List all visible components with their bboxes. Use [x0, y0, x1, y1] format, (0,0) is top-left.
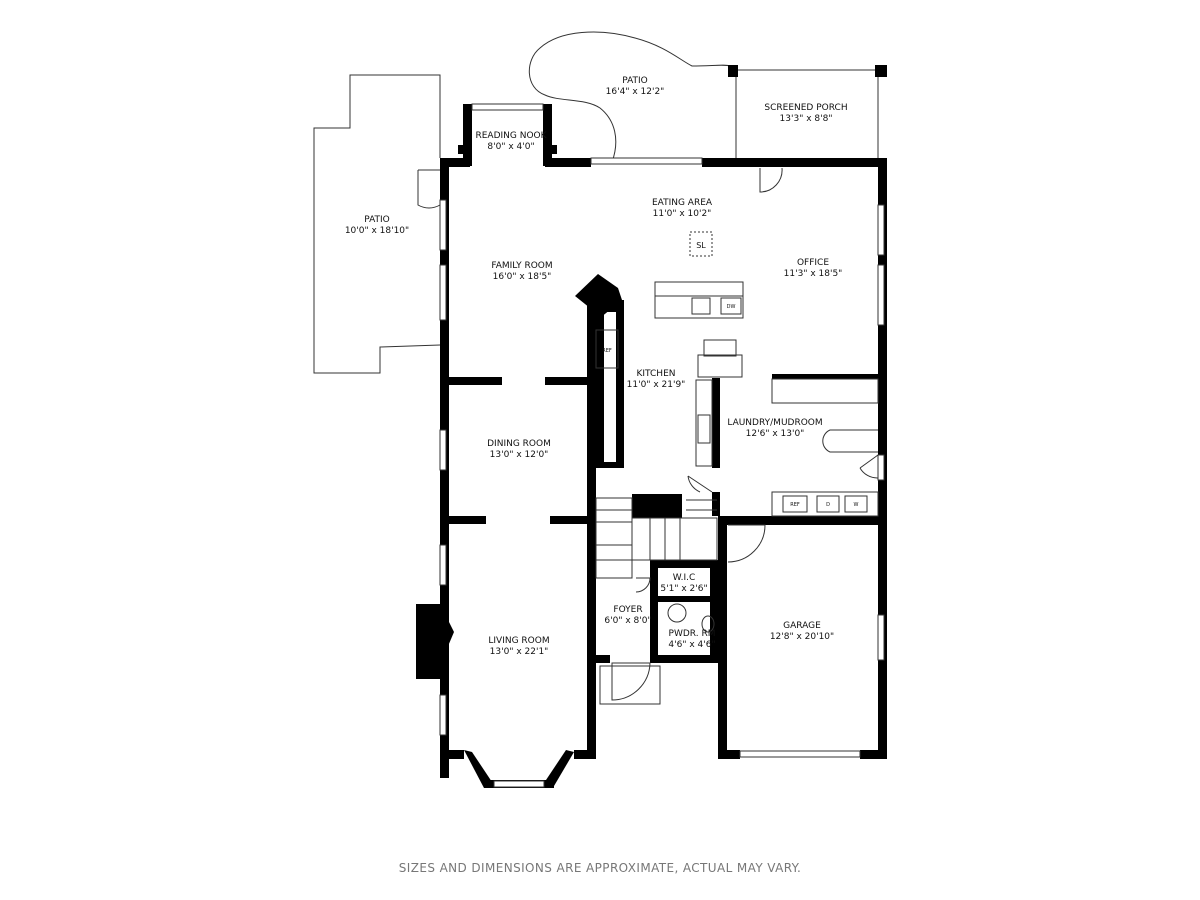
svg-text:W.I.C: W.I.C	[673, 573, 696, 583]
north-patio-outline	[528, 31, 731, 163]
fireplace	[416, 604, 454, 679]
svg-text:10'0" x 18'10": 10'0" x 18'10"	[345, 226, 409, 236]
svg-text:4'6" x 4'6": 4'6" x 4'6"	[668, 640, 715, 650]
svg-text:6'0" x 8'0": 6'0" x 8'0"	[604, 616, 651, 626]
svg-text:OFFICE: OFFICE	[797, 258, 829, 268]
svg-text:PWDR. RM: PWDR. RM	[669, 629, 716, 639]
svg-text:FAMILY ROOM: FAMILY ROOM	[491, 261, 552, 271]
room-office: OFFICE 11'3" x 18'5"	[784, 258, 843, 279]
svg-text:13'0" x 22'1": 13'0" x 22'1"	[490, 647, 549, 657]
svg-text:EATING AREA: EATING AREA	[652, 198, 713, 208]
room-eating-area: EATING AREA 11'0" x 10'2"	[652, 198, 713, 219]
svg-text:KITCHEN: KITCHEN	[637, 369, 676, 379]
dryer-label: D	[826, 502, 830, 508]
room-living-room: LIVING ROOM 13'0" x 22'1"	[488, 636, 549, 657]
svg-text:READING NOOK: READING NOOK	[475, 131, 547, 141]
svg-text:PATIO: PATIO	[622, 76, 648, 86]
washer-label: W	[854, 502, 859, 508]
svg-text:PATIO: PATIO	[364, 215, 390, 225]
svg-text:13'3" x 8'8": 13'3" x 8'8"	[780, 114, 833, 124]
svg-text:11'0" x 10'2": 11'0" x 10'2"	[653, 209, 712, 219]
room-kitchen: KITCHEN 11'0" x 21'9"	[627, 369, 686, 390]
west-patio-outline	[313, 74, 441, 374]
svg-text:16'4" x 12'2": 16'4" x 12'2"	[606, 87, 665, 97]
screened-porch-outline	[735, 69, 879, 160]
svg-text:DINING ROOM: DINING ROOM	[487, 439, 551, 449]
room-reading-nook: READING NOOK 8'0" x 4'0"	[475, 131, 547, 152]
room-laundry: LAUNDRY/MUDROOM 12'6" x 13'0"	[727, 418, 822, 439]
svg-text:11'0" x 21'9": 11'0" x 21'9"	[627, 380, 686, 390]
svg-text:12'6" x 13'0": 12'6" x 13'0"	[746, 429, 805, 439]
doors	[417, 167, 879, 701]
fixtures	[595, 231, 879, 633]
disclaimer-text: SIZES AND DIMENSIONS ARE APPROXIMATE, AC…	[398, 861, 802, 875]
svg-text:11'3" x 18'5": 11'3" x 18'5"	[784, 269, 843, 279]
room-dining-room: DINING ROOM 13'0" x 12'0"	[487, 439, 551, 460]
room-powder-room: PWDR. RM 4'6" x 4'6"	[668, 629, 715, 650]
kitchen-fridge-label: REF	[602, 348, 612, 354]
windows	[439, 103, 885, 788]
skylight-label: SL	[696, 241, 706, 250]
svg-text:12'8" x 20'10": 12'8" x 20'10"	[770, 632, 834, 642]
room-labels: PATIO 10'0" x 18'10" READING NOOK 8'0" x…	[345, 76, 848, 657]
room-patio-north: PATIO 16'4" x 12'2"	[606, 76, 665, 97]
svg-text:13'0" x 12'0": 13'0" x 12'0"	[490, 450, 549, 460]
svg-text:8'0" x 4'0": 8'0" x 4'0"	[487, 142, 534, 152]
laundry-fridge-label: REF	[790, 502, 800, 508]
room-garage: GARAGE 12'8" x 20'10"	[770, 621, 834, 642]
svg-text:LIVING ROOM: LIVING ROOM	[488, 636, 549, 646]
svg-text:GARAGE: GARAGE	[783, 621, 821, 631]
svg-text:FOYER: FOYER	[613, 605, 642, 615]
room-foyer: FOYER 6'0" x 8'0"	[604, 605, 651, 626]
room-screened-porch: SCREENED PORCH 13'3" x 8'8"	[764, 103, 847, 124]
dishwasher-label: DW	[727, 304, 736, 310]
room-family-room: FAMILY ROOM 16'0" x 18'5"	[491, 261, 552, 282]
svg-text:5'1" x 2'6": 5'1" x 2'6"	[660, 584, 707, 594]
stoop-outline	[599, 665, 661, 705]
room-wic: W.I.C 5'1" x 2'6"	[660, 573, 707, 594]
svg-text:16'0" x 18'5": 16'0" x 18'5"	[493, 272, 552, 282]
fixture-labels: SL REF DW REF D W	[602, 241, 858, 508]
svg-text:LAUNDRY/MUDROOM: LAUNDRY/MUDROOM	[727, 418, 822, 428]
svg-text:SCREENED PORCH: SCREENED PORCH	[764, 103, 847, 113]
stairs	[595, 497, 718, 579]
room-patio-west: PATIO 10'0" x 18'10"	[345, 215, 409, 236]
